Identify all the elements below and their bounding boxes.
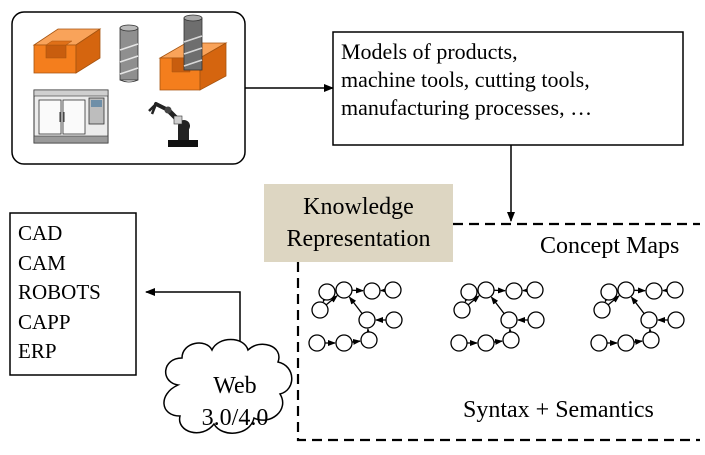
end-mill-icon	[183, 14, 203, 71]
end-mill-icon	[119, 24, 139, 83]
concept-node	[318, 283, 336, 301]
concept-node	[600, 283, 618, 301]
web-label: Web 3.0/4.0	[180, 370, 290, 434]
concept-node	[645, 282, 663, 300]
concept-node	[358, 311, 376, 329]
robot-arm-icon	[148, 102, 198, 147]
concept-node	[617, 334, 635, 352]
concept-node	[384, 281, 402, 299]
web-line-2: 3.0/4.0	[201, 405, 269, 431]
system-item: CAM	[18, 250, 66, 275]
concept-node	[500, 311, 518, 329]
system-item: CAPP	[18, 309, 71, 334]
concept-edge	[351, 338, 362, 345]
concept-node	[527, 311, 545, 329]
models-box	[332, 31, 684, 146]
concept-map-graph	[590, 281, 685, 352]
web-line-1: Web	[213, 373, 257, 399]
concept-edge	[607, 295, 620, 306]
concept-node	[593, 301, 611, 319]
concept-edge	[633, 338, 644, 345]
concept-map-graph	[308, 281, 403, 352]
concept-node	[460, 283, 478, 301]
systems-box	[9, 212, 137, 376]
concept-node	[667, 311, 685, 329]
concept-maps-title: Concept Maps	[540, 233, 680, 259]
concept-edge	[490, 296, 505, 315]
concept-edge	[467, 295, 480, 306]
models-line-2: machine tools, cutting tools,	[341, 67, 590, 92]
concept-node	[640, 311, 658, 329]
concept-node	[666, 281, 684, 299]
concept-node	[360, 331, 378, 349]
concept-edge	[630, 296, 645, 315]
concept-node	[502, 331, 520, 349]
syntax-semantics-label: Syntax + Semantics	[463, 397, 654, 423]
concept-edge	[493, 338, 504, 345]
concept-node	[642, 331, 660, 349]
concept-node	[308, 334, 326, 352]
arrow-web-systems	[145, 288, 244, 359]
concept-node	[450, 334, 468, 352]
system-item: CAD	[18, 221, 63, 245]
concept-node	[385, 311, 403, 329]
models-line-3: manufacturing processes, …	[341, 95, 593, 120]
web-cloud	[163, 338, 293, 434]
system-item: ROBOTS	[18, 280, 101, 304]
models-line-1: Models of products,	[341, 39, 518, 64]
system-item: ERP	[18, 339, 57, 363]
concept-edge	[325, 295, 338, 306]
concept-node	[453, 301, 471, 319]
concept-node	[335, 334, 353, 352]
kr-line-1: Knowledge	[303, 194, 414, 220]
concept-edge	[348, 296, 363, 315]
concept-maps-group	[308, 281, 685, 352]
kr-line-2: Representation	[286, 226, 431, 252]
concept-maps-region	[296, 222, 700, 442]
workpiece-icon	[32, 28, 102, 74]
concept-node	[617, 281, 635, 299]
concept-node	[363, 282, 381, 300]
cnc-machine-icon	[33, 89, 109, 144]
concept-node	[477, 281, 495, 299]
concept-node	[526, 281, 544, 299]
concept-map-graph	[450, 281, 545, 352]
concept-node	[335, 281, 353, 299]
concept-node	[590, 334, 608, 352]
concept-node	[477, 334, 495, 352]
models-box-text: Models of products, machine tools, cutti…	[341, 38, 592, 122]
knowledge-representation-label: Knowledge Representation	[264, 184, 453, 262]
concept-node	[505, 282, 523, 300]
concept-node	[311, 301, 329, 319]
systems-list: CAD CAM ROBOTS CAPP ERP	[18, 219, 101, 367]
